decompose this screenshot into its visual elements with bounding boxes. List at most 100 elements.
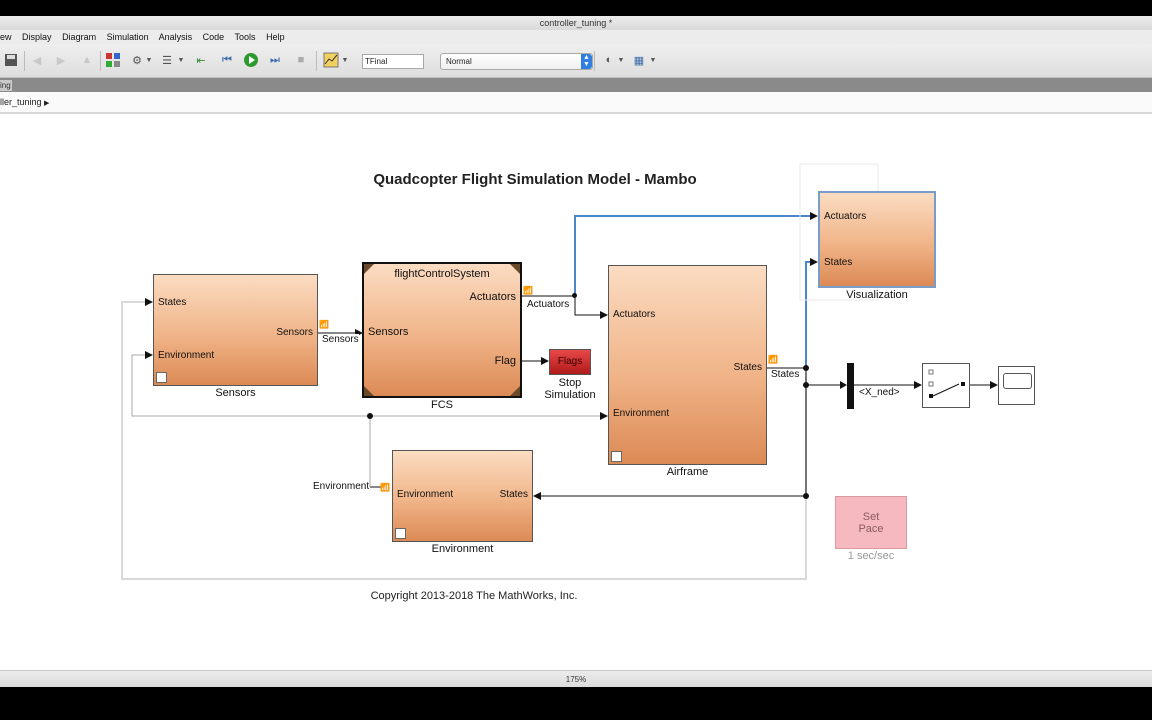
branch-point <box>803 493 809 499</box>
forward-icon[interactable]: ▶ <box>56 54 66 67</box>
set-pace-block[interactable]: Set Pace <box>835 496 907 549</box>
menu-code[interactable]: Code <box>202 32 225 42</box>
stop-time-input[interactable]: TFinal <box>362 54 424 69</box>
menu-help[interactable]: Help <box>266 32 285 42</box>
menu-simulation[interactable]: Simulation <box>106 32 149 42</box>
library-browser-icon[interactable] <box>104 51 122 69</box>
window-title: controller_tuning * <box>539 18 613 28</box>
chevron-down-icon[interactable]: ▼ <box>145 56 153 64</box>
breadcrumb: ller_tuning ▶ <box>0 92 1152 114</box>
stop-simulation-block[interactable]: Flags <box>549 349 591 375</box>
performance-advisor-icon[interactable]: ◐ <box>605 54 613 66</box>
arrow-icon <box>600 311 608 319</box>
toolbar-separator <box>100 51 101 71</box>
menu-view[interactable]: ew <box>0 32 12 42</box>
status-bar: 175% <box>0 670 1152 688</box>
model-canvas[interactable]: Quadcopter Flight Simulation Model - Mam… <box>0 114 1152 670</box>
model-settings-gear-icon[interactable]: ⚙ <box>132 54 142 67</box>
tab-strip <box>0 78 1152 92</box>
signal-wifi-icon: 📶 <box>380 483 390 492</box>
signal-label-xned: <X_ned> <box>859 387 900 398</box>
chevron-down-icon[interactable]: ▼ <box>649 56 657 64</box>
visualization-block-name: Visualization <box>846 289 908 301</box>
step-back-icon[interactable]: ⏮ <box>222 53 232 66</box>
states-to-selector-line <box>805 368 840 386</box>
fcs-block[interactable]: flightControlSystem Sensors Actuators Fl… <box>362 262 522 398</box>
stop-time-value: TFinal <box>365 57 388 66</box>
bottom-black-band <box>0 687 1152 720</box>
run-icon[interactable] <box>242 51 260 69</box>
model-explorer-icon[interactable]: ☰ <box>162 54 172 67</box>
simulation-mode-select[interactable]: Normal ▲▼ <box>440 53 593 70</box>
menu-tools[interactable]: Tools <box>234 32 256 42</box>
model-tab[interactable]: ing <box>0 80 12 91</box>
toolbar-separator <box>594 51 595 71</box>
environment-block[interactable]: Environment States <box>392 450 533 542</box>
arrow-icon <box>990 381 998 389</box>
fcs-port-flag: Flag <box>494 355 516 367</box>
up-icon[interactable]: ▲ <box>81 54 93 66</box>
chevron-down-icon[interactable]: ▼ <box>177 56 185 64</box>
airframe-block[interactable]: Actuators Environment States <box>608 265 767 465</box>
environment-to-sensors-line <box>131 354 371 487</box>
subsystem-icon <box>395 528 406 539</box>
select-arrows-icon: ▲▼ <box>581 54 592 69</box>
bus-selector-block[interactable] <box>847 363 854 409</box>
airframe-port-states: States <box>733 362 762 373</box>
sensors-block[interactable]: States Environment Sensors <box>153 274 318 386</box>
chevron-down-icon[interactable]: ▼ <box>617 56 625 64</box>
signal-label-sensors: Sensors <box>322 334 359 345</box>
arrow-icon <box>355 329 363 337</box>
step-back-icon[interactable]: ⇤ <box>196 54 206 67</box>
sensors-port-states: States <box>158 297 187 308</box>
menu-display[interactable]: Display <box>22 32 52 42</box>
simulation-mode-value: Normal <box>446 57 472 66</box>
branch-point <box>572 293 577 298</box>
toolbar-separator <box>24 51 25 71</box>
signal-wifi-icon: 📶 <box>768 355 778 364</box>
airframe-port-actuators: Actuators <box>613 309 656 320</box>
step-forward-icon[interactable]: ⏭ <box>270 53 280 66</box>
menu-bar: ew Display Diagram Simulation Analysis C… <box>0 30 1152 45</box>
airframe-port-environment: Environment <box>613 408 670 419</box>
stop-icon[interactable]: ■ <box>297 54 305 66</box>
save-icon[interactable] <box>2 51 20 69</box>
top-black-band <box>0 0 1152 16</box>
visualization-port-states: States <box>824 257 853 268</box>
arrow-icon <box>541 357 549 365</box>
save-icon-glyph <box>5 54 17 66</box>
signal-wifi-icon: 📶 <box>523 286 533 295</box>
signal-label-environment: Environment <box>313 481 370 492</box>
airframe-block-name: Airframe <box>666 466 709 478</box>
page-title: Quadcopter Flight Simulation Model - Mam… <box>373 171 697 188</box>
run-glyph <box>244 53 258 67</box>
copyright-text: Copyright 2013-2018 The MathWorks, Inc. <box>370 590 578 602</box>
arrow-icon <box>600 412 608 420</box>
breadcrumb-model[interactable]: ller_tuning <box>0 97 42 107</box>
zoom-level: 175% <box>565 675 587 684</box>
menu-analysis[interactable]: Analysis <box>158 32 193 42</box>
environment-port-environment: Environment <box>397 489 454 500</box>
signal-label-actuators: Actuators <box>527 299 570 310</box>
manual-switch-block[interactable] <box>922 363 970 408</box>
data-inspector-icon[interactable]: ▦ <box>633 54 645 67</box>
environment-port-states: States <box>499 489 528 500</box>
arrow-icon <box>533 492 541 500</box>
scope-block[interactable] <box>998 366 1035 405</box>
back-icon[interactable]: ◀ <box>32 54 42 67</box>
branch-point <box>803 382 809 388</box>
visualization-block[interactable]: Actuators States <box>818 191 936 288</box>
menu-diagram[interactable]: Diagram <box>62 32 97 42</box>
arrow-icon <box>810 258 818 266</box>
fcs-block-name: FCS <box>431 399 453 411</box>
chevron-down-icon[interactable]: ▼ <box>341 56 349 64</box>
sensors-port-environment: Environment <box>158 350 215 361</box>
actuators-to-visualization-line <box>574 215 810 296</box>
breadcrumb-arrow-icon[interactable]: ▶ <box>44 100 50 107</box>
arrow-icon <box>145 298 153 306</box>
visualization-port-actuators: Actuators <box>824 211 867 222</box>
actuators-to-airframe-line <box>574 296 600 316</box>
scope-icon[interactable] <box>322 51 340 69</box>
library-browser-glyph <box>106 53 120 67</box>
stop-block-name-1: Stop <box>558 377 582 389</box>
